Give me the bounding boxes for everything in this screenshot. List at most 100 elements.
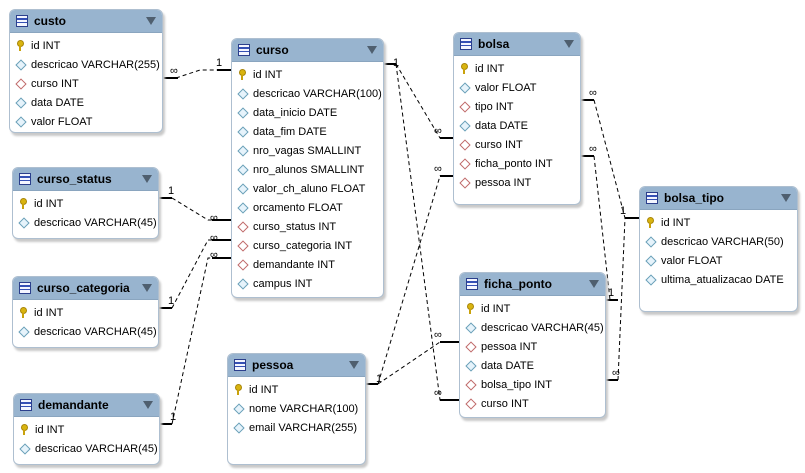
card-custo-many: ∞ [170,65,178,77]
table-header[interactable]: curso_categoria [13,277,158,300]
column-row[interactable]: nro_vagas SMALLINT [232,141,383,160]
column-label: id INT [34,306,64,319]
column-row[interactable]: demandante INT [232,255,383,274]
column-label: nro_vagas SMALLINT [253,144,362,157]
collapse-arrow-icon[interactable] [142,175,152,183]
table-header[interactable]: curso_status [13,168,158,191]
column-row[interactable]: campus INT [232,274,383,293]
column-row[interactable]: id INT [13,194,158,213]
column-label: id INT [481,302,511,315]
column-row[interactable]: curso_status INT [232,217,383,236]
column-label: id INT [475,62,505,75]
column-row[interactable]: descricao VARCHAR(255) [10,55,162,74]
table-name: custo [34,14,67,28]
table-demandante[interactable]: demandante id INT descricao VARCHAR(45) [13,393,160,465]
column-row[interactable]: id INT [13,303,158,322]
primary-key-icon [18,307,29,318]
column-row[interactable]: descricao VARCHAR(45) [14,439,159,458]
column-row[interactable]: id INT [14,420,159,439]
column-diamond-icon [644,235,657,248]
collapse-arrow-icon[interactable] [589,280,599,288]
column-diamond-icon [236,144,249,157]
column-row[interactable]: curso INT [460,394,605,413]
column-row[interactable]: data DATE [10,93,162,112]
column-row[interactable]: descricao VARCHAR(50) [640,232,797,251]
column-row[interactable]: id INT [460,299,605,318]
foreign-key-diamond-icon [464,397,477,410]
column-row[interactable]: nro_alunos SMALLINT [232,160,383,179]
collapse-arrow-icon[interactable] [564,40,574,48]
table-header[interactable]: ficha_ponto [460,273,605,296]
collapse-arrow-icon[interactable] [367,46,377,54]
column-row[interactable]: descricao VARCHAR(45) [460,318,605,337]
collapse-arrow-icon[interactable] [146,17,156,25]
column-row[interactable]: nome VARCHAR(100) [228,399,365,418]
column-label: valor_ch_aluno FLOAT [253,182,366,195]
column-row[interactable]: data DATE [454,116,580,135]
column-list: id INT descricao VARCHAR(45) [13,191,158,238]
column-diamond-icon [17,325,30,338]
column-row[interactable]: valor_ch_aluno FLOAT [232,179,383,198]
column-row[interactable]: data DATE [460,356,605,375]
column-row[interactable]: curso INT [454,135,580,154]
column-label: ultima_atualizacao DATE [661,273,784,286]
column-row[interactable]: valor FLOAT [640,251,797,270]
card-curso-custo-one: 1 [216,57,222,69]
primary-key-icon [459,63,470,74]
column-row[interactable]: descricao VARCHAR(45) [13,213,158,232]
table-header[interactable]: bolsa [454,33,580,56]
collapse-arrow-icon[interactable] [781,194,791,202]
table-header[interactable]: bolsa_tipo [640,187,797,210]
collapse-arrow-icon[interactable] [349,361,359,369]
column-label: descricao VARCHAR(45) [35,442,158,455]
column-row[interactable]: descricao VARCHAR(45) [13,322,158,341]
column-label: id INT [34,197,64,210]
column-row[interactable]: orcamento FLOAT [232,198,383,217]
column-row[interactable]: id INT [640,213,797,232]
column-row[interactable]: bolsa_tipo INT [460,375,605,394]
foreign-key-diamond-icon [458,138,471,151]
card-curso_status-one: 1 [168,185,174,197]
column-row[interactable]: valor FLOAT [10,112,162,131]
column-row[interactable]: id INT [10,36,162,55]
column-row[interactable]: data_fim DATE [232,122,383,141]
card-bolsa-curso-many: ∞ [434,125,442,137]
column-row[interactable]: ficha_ponto INT [454,154,580,173]
column-diamond-icon [458,119,471,132]
foreign-key-diamond-icon [236,258,249,271]
column-row[interactable]: curso INT [10,74,162,93]
collapse-arrow-icon[interactable] [142,284,152,292]
column-row[interactable]: pessoa INT [454,173,580,192]
table-icon [19,282,31,294]
table-header[interactable]: pessoa [228,354,365,377]
card-bolsa-ficha-many: ∞ [589,143,597,155]
column-row[interactable]: email VARCHAR(255) [228,418,365,437]
column-row[interactable]: descricao VARCHAR(100) [232,84,383,103]
table-header[interactable]: demandante [14,394,159,417]
column-row[interactable]: ultima_atualizacao DATE [640,270,797,289]
column-row[interactable]: curso_categoria INT [232,236,383,255]
column-diamond-icon [14,58,27,71]
column-row[interactable]: pessoa INT [460,337,605,356]
table-name: ficha_ponto [484,277,552,291]
column-row[interactable]: id INT [454,59,580,78]
column-row[interactable]: id INT [232,65,383,84]
column-row[interactable]: data_inicio DATE [232,103,383,122]
table-header[interactable]: custo [10,10,162,33]
column-row[interactable]: id INT [228,380,365,399]
collapse-arrow-icon[interactable] [143,401,153,409]
column-diamond-icon [236,182,249,195]
column-row[interactable]: valor FLOAT [454,78,580,97]
column-label: nro_alunos SMALLINT [253,163,365,176]
column-row[interactable]: tipo INT [454,97,580,116]
card-ficha-bolsatipo-many: ∞ [612,367,620,379]
table-header[interactable]: curso [232,39,383,62]
